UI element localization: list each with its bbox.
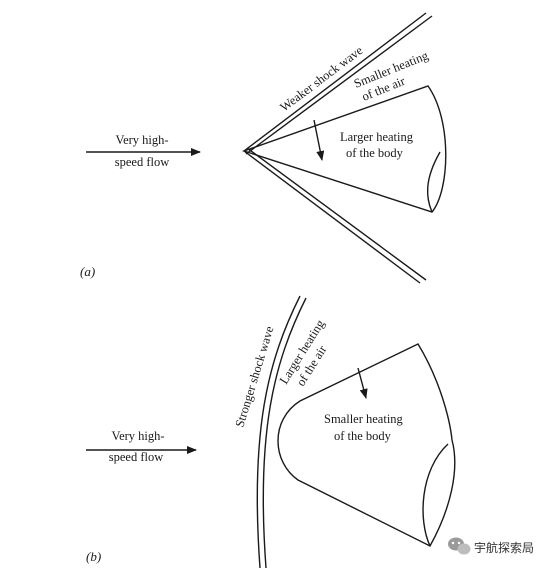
heat-arrow-b	[357, 367, 368, 399]
shock-wave-lower-line-a-2	[246, 147, 427, 281]
flow-label-b-line2: speed flow	[109, 450, 164, 464]
body-heating-label-b-line2: of the body	[334, 429, 392, 443]
cone-base-contour	[426, 151, 441, 213]
wechat-icon	[448, 537, 471, 555]
shock-wave-curve-b	[256, 295, 301, 569]
blunt-body-base-contour	[422, 443, 449, 547]
shock-wave-lower-line-a	[243, 150, 421, 284]
flow-label-b-line1: Very high-	[111, 429, 164, 443]
shock-wave-upper-line-a	[243, 12, 427, 152]
watermark-text: 宇航探索局	[474, 540, 534, 555]
heat-arrow-a	[313, 119, 325, 161]
flow-label-a-line2: speed flow	[115, 155, 170, 169]
shock-wave-curve-b-2	[262, 297, 307, 569]
body-heating-label-a-line2: of the body	[346, 146, 404, 160]
panel-label-b: (b)	[86, 549, 101, 564]
panel-a: Very high- speed flow Weaker shock wave …	[80, 12, 447, 284]
blunt-body	[277, 343, 456, 547]
panel-label-a: (a)	[80, 264, 95, 279]
panel-b: Very high- speed flow Stronger shock wav…	[86, 295, 456, 569]
slender-cone-body	[241, 85, 447, 213]
body-heating-label-a-line1: Larger heating	[340, 130, 414, 144]
flow-label-a-line1: Very high-	[115, 133, 168, 147]
shock-wave-upper-line-a-2	[245, 15, 433, 155]
body-heating-label-b-line1: Smaller heating	[324, 412, 404, 426]
watermark: 宇航探索局	[448, 537, 534, 555]
